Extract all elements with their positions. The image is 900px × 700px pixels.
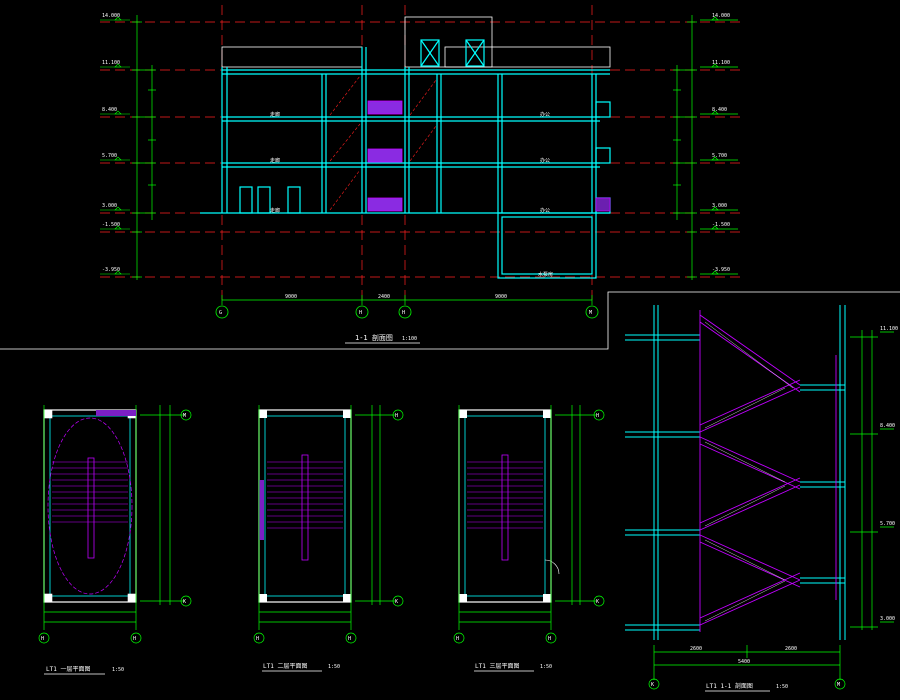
plan-title: LT1 二层平面图: [263, 663, 307, 670]
section-walls: [200, 16, 611, 279]
level-text: 3.000: [712, 203, 727, 209]
right-dimensions: [673, 15, 738, 280]
section-dim: 9000: [285, 294, 297, 300]
stair-section-scale: 1:50: [776, 684, 788, 690]
plan-3: H K H H LT1 三层平面图 1:50: [453, 405, 605, 672]
left-level-marks: [100, 16, 130, 275]
level-text: 3.000: [102, 203, 117, 209]
stair-section: 11.100 8.400 5.700 3.000 2600 2600 5400 …: [625, 305, 898, 692]
plan-axis-label: H: [41, 636, 44, 642]
stair-axis-label: M: [837, 682, 840, 688]
left-dimensions: [132, 15, 156, 280]
room-label: 走廊: [270, 111, 280, 118]
room-label: 办公: [540, 157, 550, 164]
plan-axis-label: H: [596, 413, 599, 419]
building-section: G H H M 9000 2400 9000 14.000 11.100 8.4…: [100, 5, 740, 344]
section-scale: 1:100: [402, 336, 417, 342]
room-label: 办公: [540, 111, 550, 118]
level-text: 11.100: [102, 60, 120, 66]
room-label: 走廊: [270, 207, 280, 214]
room-label: 走廊: [270, 157, 280, 164]
section-stair-rails: [329, 75, 437, 211]
level-text: -3.950: [102, 267, 120, 273]
stair-dim: 2600: [785, 646, 797, 652]
plan-axis-label: H: [133, 636, 136, 642]
plan-axis-label: H: [395, 413, 398, 419]
plan-axis-label: M: [183, 413, 186, 419]
plan-scale: 1:50: [540, 664, 552, 670]
plan-axis-label: H: [348, 636, 351, 642]
plan-axis-label: H: [256, 636, 259, 642]
room-label: 办公: [540, 207, 550, 214]
plan-scale: 1:50: [112, 667, 124, 673]
level-text: 11.100: [712, 60, 730, 66]
section-axis-lines: [100, 5, 740, 305]
level-text: 8.400: [102, 107, 117, 113]
plan-title: LT1 三层平面图: [475, 663, 519, 670]
plan-axis-label: K: [183, 599, 186, 605]
level-text: -1.500: [102, 222, 120, 228]
plan-title: LT1 一层平面图: [46, 666, 90, 673]
plan-scale: 1:50: [328, 664, 340, 670]
sheet-separators: [0, 291, 900, 350]
section-axis-label: H: [402, 310, 405, 316]
plan-axis-label: H: [456, 636, 459, 642]
stair-axis-label: K: [651, 682, 654, 688]
level-text: 14.000: [102, 13, 120, 19]
stair-level: 11.100: [880, 326, 898, 332]
section-dim: 2400: [378, 294, 390, 300]
plan-axis-label: K: [596, 599, 599, 605]
level-text: -3.950: [712, 267, 730, 273]
section-axis-label: G: [219, 310, 222, 316]
section-axis-bubbles: [215, 305, 599, 319]
section-stairs: [367, 100, 611, 212]
stair-level: 8.400: [880, 423, 895, 429]
plan-2: H K H H LT1 二层平面图 1:50: [253, 405, 404, 672]
level-text: 5.700: [102, 153, 117, 159]
level-text: 8.400: [712, 107, 727, 113]
room-label: 水泵房: [538, 271, 553, 278]
plan-axis-label: K: [395, 599, 398, 605]
stair-level: 3.000: [880, 616, 895, 622]
section-title: 1-1 剖面图: [355, 333, 393, 342]
stair-dim: 2600: [690, 646, 702, 652]
section-axis-label: H: [359, 310, 362, 316]
stair-section-title: LT1 1-1 剖面图: [706, 682, 753, 690]
plan-1: M K H H LT1 一层平面图 1:50: [38, 405, 192, 675]
stair-dim: 5400: [738, 659, 750, 665]
level-text: 14.000: [712, 13, 730, 19]
plan-axis-label: H: [548, 636, 551, 642]
level-text: -1.500: [712, 222, 730, 228]
section-bottom-dims: [221, 295, 593, 305]
stair-level: 5.700: [880, 521, 895, 527]
level-text: 5.700: [712, 153, 727, 159]
section-axis-label: M: [589, 310, 592, 316]
section-dim: 9000: [495, 294, 507, 300]
